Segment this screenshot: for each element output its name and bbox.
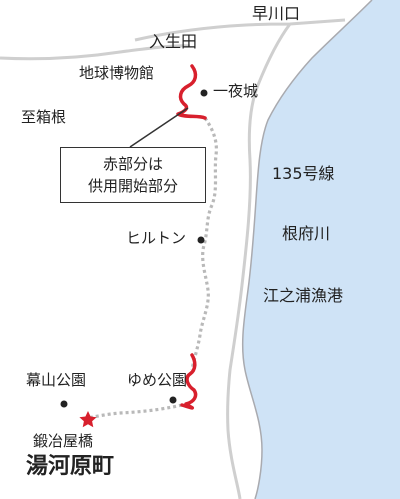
label-enoura-port: 江之浦漁港: [263, 286, 344, 305]
dot-icon: [200, 89, 208, 97]
label-hayakawaguchi: 早川口: [252, 4, 301, 23]
shared-section-north: [176, 64, 207, 120]
label-yume-park: ゆめ公園: [127, 371, 188, 389]
label-nebukawa: 根府川: [282, 224, 331, 243]
route-135-road: [134, 18, 346, 499]
label-makuyama-park: 幕山公園: [26, 371, 87, 389]
callout-leader-line: [129, 107, 189, 148]
label-route-135: 135号線: [272, 164, 335, 183]
dot-icon: [60, 400, 68, 408]
star-icon: [79, 411, 97, 428]
shoreline: [241, 0, 373, 499]
planned-route-dotted: [87, 117, 218, 420]
dot-icon: [197, 236, 205, 244]
label-yugawara-town: 湯河原町: [26, 454, 115, 479]
dot-icon: [169, 396, 177, 404]
label-hilton: ヒルトン: [126, 229, 187, 247]
label-earth-museum: 地球博物館: [79, 64, 155, 82]
road-to-hakone: [0, 44, 191, 61]
label-kajiya-bridge: 鍛冶屋橋: [33, 432, 94, 450]
callout-line-2: 供用開始部分: [87, 177, 178, 195]
label-nyuuda: 入生田: [149, 32, 198, 51]
callout-line-1: 赤部分は: [102, 155, 163, 173]
label-ichiya-castle: 一夜城: [213, 82, 259, 100]
shared-section-callout: 赤部分は 供用開始部分: [60, 147, 206, 203]
sea-area: [242, 0, 400, 499]
label-to-hakone: 至箱根: [21, 108, 67, 126]
shared-section-south: [180, 353, 198, 410]
